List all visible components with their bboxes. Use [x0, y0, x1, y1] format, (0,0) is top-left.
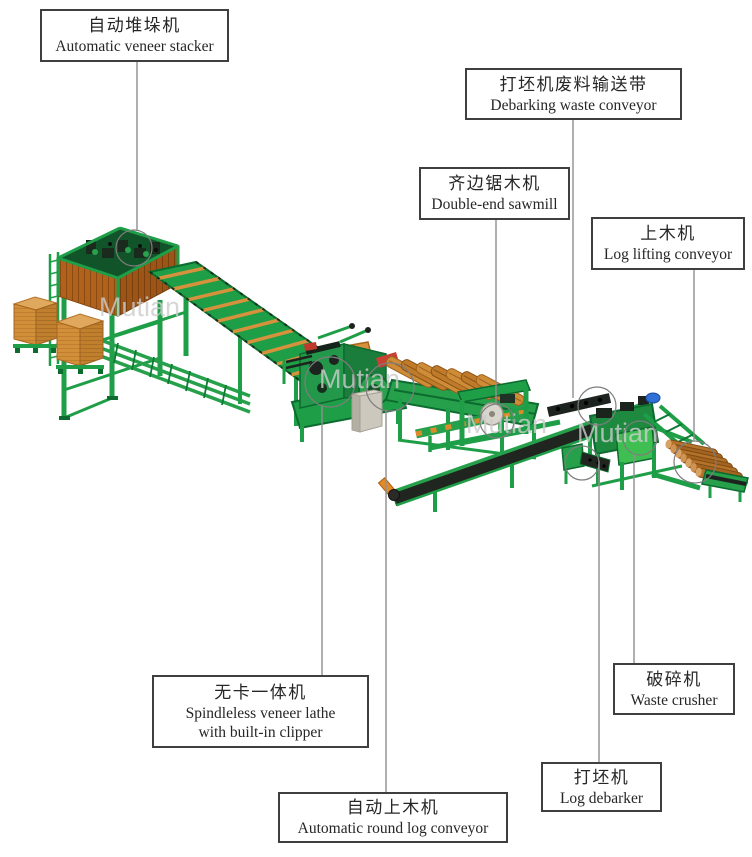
label-double-end-sawmill-en: Double-end sawmill: [431, 196, 558, 213]
callout-circle-double-end-sawmill: [479, 403, 515, 439]
watermark-text: Mutian: [99, 292, 180, 322]
label-spindleless-lathe-en: Spindleless veneer lathe: [185, 704, 336, 722]
label-round-log-conveyor-cn: 自动上木机: [346, 798, 440, 817]
label-log-lifting-conveyor-cn: 上木机: [640, 224, 696, 243]
callout-circle-spindleless-lathe: [304, 356, 356, 408]
label-veneer-stacker-en: Automatic veneer stacker: [55, 38, 214, 55]
label-log-debarker-en: Log debarker: [559, 789, 644, 807]
label-veneer-stacker-cn: 自动堆垛机: [88, 16, 181, 35]
log-lifting-conveyor-machine: [642, 404, 749, 502]
watermark-text: Mutian: [319, 364, 400, 394]
leader-lines: [136, 62, 695, 792]
label-log-debarker: 打坯机 Log debarker: [541, 762, 662, 812]
label-double-end-sawmill-cn: 齐边锯木机: [448, 174, 541, 193]
label-waste-crusher: 破碎机 Waste crusher: [613, 663, 735, 715]
label-debarking-waste-conveyor-en: Debarking waste conveyor: [490, 96, 657, 114]
callout-circle-debarking-waste-conveyor: [577, 386, 617, 426]
label-round-log-conveyor-en: Automatic round log conveyor: [297, 820, 489, 837]
label-spindleless-lathe: 无卡一体机 Spindleless veneer lathe with buil…: [152, 675, 369, 748]
label-spindleless-lathe-cn: 无卡一体机: [214, 682, 307, 702]
callout-circle-round-log-conveyor: [365, 362, 415, 412]
label-log-lifting-conveyor: 上木机 Log lifting conveyor: [591, 217, 745, 270]
label-log-debarker-cn: 打坯机: [573, 767, 630, 787]
sawmill-machine: [429, 379, 561, 451]
watermark-text: Mutian: [577, 418, 658, 448]
debarker-machine: [546, 393, 693, 490]
label-waste-crusher-cn: 破碎机: [646, 669, 702, 689]
label-debarking-waste-conveyor: 打坯机废料输送带 Debarking waste conveyor: [465, 68, 682, 120]
waste-discharge-unit: [561, 443, 611, 484]
label-veneer-stacker: 自动堆垛机 Automatic veneer stacker: [40, 9, 229, 62]
label-double-end-sawmill: 齐边锯木机 Double-end sawmill: [419, 167, 570, 220]
watermark-text: Mutian: [466, 409, 547, 439]
label-waste-crusher-en: Waste crusher: [630, 691, 718, 709]
label-round-log-conveyor: 自动上木机 Automatic round log conveyor: [278, 792, 508, 843]
callout-circle-waste-crusher: [622, 420, 658, 456]
label-log-lifting-conveyor-en: Log lifting conveyor: [603, 246, 733, 263]
callout-circle-log-lifting-conveyor: [673, 440, 717, 484]
label-debarking-waste-conveyor-cn: 打坯机废料输送带: [499, 74, 648, 94]
veneer-stacks: [12, 296, 105, 374]
label-spindleless-lathe-en2: with built-in clipper: [198, 723, 323, 741]
watermarks: Mutian Mutian Mutian Mutian: [99, 292, 658, 448]
callout-circle-veneer-stacker: [115, 229, 153, 267]
